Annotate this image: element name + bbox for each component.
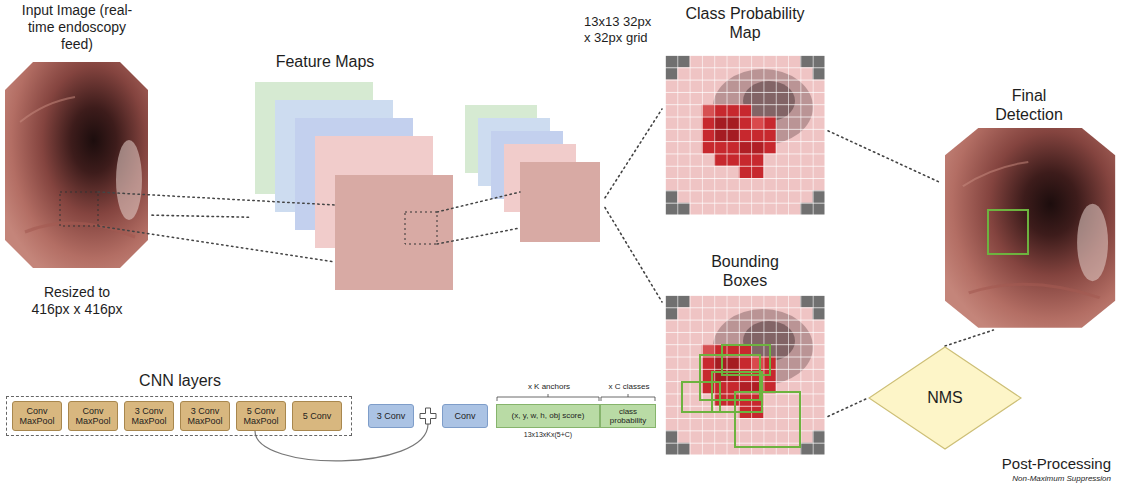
detection-box [988,210,1028,254]
node-heading: CNN layers [7,371,353,390]
node-text: Resized to 416px x 416px [27,284,127,318]
projection-line [98,226,335,262]
decision-diamond: NMS [868,346,1022,450]
node-text: 3 Conv [375,411,408,421]
node-heading: Bounding Boxes [695,252,795,290]
class-probability-grid [665,55,825,215]
candidate-box [722,345,770,375]
layer-box: 3 Conv [368,404,414,428]
candidate-boxes [682,345,800,447]
tensor-box: x C classesclass probability [600,404,656,428]
add-symbol [420,408,436,424]
node-heading: Final Detection [984,86,1074,124]
bracket [601,394,655,401]
node-text: 3 Conv MaxPool [181,406,229,427]
dotted-connector [945,330,993,346]
candidate-box [700,355,760,400]
bounding-box-grid [665,295,825,455]
input-image [5,62,148,268]
image-panel: Final Detection [940,84,1118,330]
node-heading: x C classes [601,382,657,392]
grid-map-panel: Bounding Boxes [662,250,828,458]
projection-line [98,192,335,205]
layer-group: CNN layersConv MaxPoolConv MaxPool3 Conv… [6,396,352,436]
node-text: 5 Conv MaxPool [237,406,285,427]
dotted-connector [152,215,250,217]
node-text: NMS [925,389,965,407]
layer-box: Conv MaxPool [12,401,62,431]
projection-line [437,192,520,212]
node-heading: Feature Maps [250,52,400,71]
diamond-shape [869,347,1021,449]
final-image [945,128,1115,328]
dotted-connector [605,208,662,302]
node-text: Conv MaxPool [13,406,61,427]
feature-map [520,162,600,242]
receptive-field [405,212,437,244]
stage-subtitle: Non-Maximum Suppression [965,474,1111,484]
stage-label: Post-Processing [965,455,1111,473]
tensor-shape: 13x13xKx(5+C) [508,431,588,439]
grid-note: 13x13 32px x 32px grid [584,14,660,45]
receptive-field [60,192,98,226]
dotted-connector [605,109,662,198]
dotted-connector [828,398,868,416]
node-text: Conv MaxPool [69,406,117,427]
layer-box: 3 Conv MaxPool [180,401,230,431]
node-text: 5 Conv [301,411,334,421]
grid-map-panel: Class Probability Map [662,0,828,218]
layer-box: Conv MaxPool [68,401,118,431]
node-text: 3 Conv MaxPool [125,406,173,427]
feature-map-stack: Feature Maps [250,52,605,295]
node-text: Conv [452,411,477,421]
node-heading: Input Image (real-time endoscopy feed) [16,2,138,52]
dotted-connector [828,131,940,183]
layer-box: 5 Conv MaxPool [236,401,286,431]
image-panel: Input Image (real-time endoscopy feed) Re… [2,0,152,326]
layer-box: Conv [442,404,488,428]
node-heading: Class Probability Map [670,4,820,42]
node-heading: x K anchors [497,382,601,392]
feature-map [335,175,453,290]
bracket [497,394,599,401]
layer-box: 3 Conv MaxPool [124,401,174,431]
projection-line [437,228,520,244]
layer-box: 5 Conv [292,401,342,431]
tensor-box: x K anchors(x, y, w, h, obj score) [496,404,600,428]
candidate-box [682,382,720,412]
candidate-box [735,392,800,447]
node-text: class probability [601,407,655,425]
node-text: (x, y, w, h, obj score) [510,411,587,420]
